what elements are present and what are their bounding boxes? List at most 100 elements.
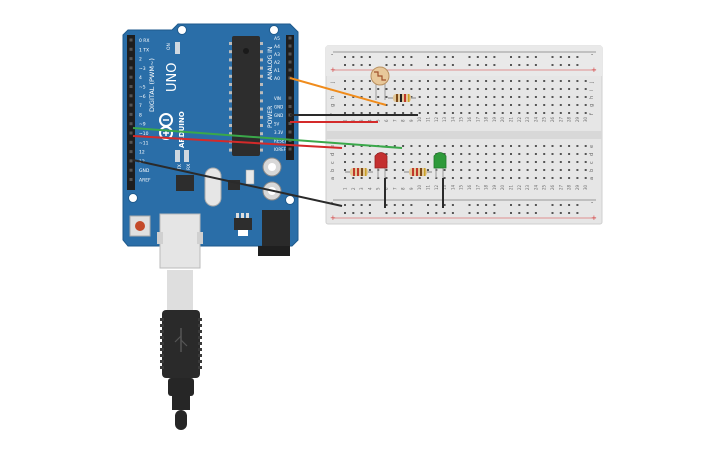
rail-hole[interactable] [510, 204, 512, 206]
rail-hole[interactable] [393, 212, 396, 214]
breadboard-hole[interactable] [377, 88, 380, 90]
breadboard-hole[interactable] [551, 161, 554, 163]
breadboard-hole[interactable] [393, 112, 396, 114]
breadboard-hole[interactable] [427, 145, 429, 147]
rail-hole[interactable] [368, 204, 371, 206]
breadboard-hole[interactable] [468, 161, 471, 163]
rail-hole[interactable] [360, 64, 363, 66]
breadboard-hole[interactable] [460, 145, 463, 147]
breadboard-hole[interactable] [476, 80, 479, 82]
analog-pin-hole[interactable] [288, 60, 292, 64]
breadboard-hole[interactable] [559, 96, 562, 98]
breadboard-hole[interactable] [584, 161, 587, 163]
breadboard-hole[interactable] [568, 177, 571, 179]
rail-hole[interactable] [551, 204, 554, 206]
breadboard-hole[interactable] [501, 80, 504, 82]
breadboard-hole[interactable] [526, 145, 529, 147]
breadboard-hole[interactable] [443, 112, 446, 114]
breadboard-hole[interactable] [584, 177, 587, 179]
photoresistor[interactable] [370, 66, 390, 100]
power-pin-hole[interactable] [288, 130, 292, 134]
breadboard-hole[interactable] [510, 177, 512, 179]
breadboard-hole[interactable] [451, 177, 454, 179]
power-pin-hole[interactable] [288, 147, 292, 151]
breadboard-hole[interactable] [485, 145, 488, 147]
digital-pin-hole[interactable] [129, 178, 133, 181]
breadboard-hole[interactable] [576, 104, 579, 106]
breadboard-hole[interactable] [418, 104, 421, 106]
rail-hole[interactable] [559, 212, 562, 214]
rail-hole[interactable] [485, 56, 488, 58]
rail-hole[interactable] [435, 204, 438, 206]
digital-pin-hole[interactable] [129, 122, 133, 126]
breadboard-hole[interactable] [402, 153, 405, 155]
digital-pin-hole[interactable] [129, 140, 133, 144]
breadboard-hole[interactable] [568, 145, 571, 147]
rail-hole[interactable] [551, 212, 554, 214]
breadboard-hole[interactable] [360, 145, 363, 147]
breadboard-hole[interactable] [435, 88, 438, 90]
breadboard-hole[interactable] [493, 177, 496, 179]
breadboard-hole[interactable] [493, 104, 496, 106]
resistor-3[interactable] [404, 168, 432, 176]
breadboard-hole[interactable] [352, 161, 355, 163]
breadboard-hole[interactable] [551, 153, 554, 155]
rail-hole[interactable] [368, 64, 371, 66]
digital-pin-hole[interactable] [129, 168, 133, 172]
breadboard-hole[interactable] [393, 169, 396, 171]
rail-hole[interactable] [344, 204, 346, 206]
breadboard-hole[interactable] [493, 80, 496, 82]
breadboard-hole[interactable] [584, 96, 587, 98]
breadboard-hole[interactable] [460, 161, 463, 163]
breadboard-hole[interactable] [468, 104, 471, 106]
rail-hole[interactable] [476, 64, 479, 66]
breadboard-hole[interactable] [352, 80, 355, 82]
breadboard-hole[interactable] [518, 96, 521, 98]
rail-hole[interactable] [402, 212, 405, 214]
breadboard-hole[interactable] [402, 104, 405, 106]
digital-pin-hole[interactable] [129, 75, 133, 79]
breadboard-hole[interactable] [344, 80, 346, 82]
rail-hole[interactable] [451, 56, 454, 58]
breadboard-hole[interactable] [410, 88, 413, 90]
breadboard-hole[interactable] [543, 161, 546, 163]
breadboard-hole[interactable] [460, 112, 463, 114]
breadboard-hole[interactable] [468, 80, 471, 82]
breadboard-hole[interactable] [518, 153, 521, 155]
rail-hole[interactable] [368, 212, 371, 214]
breadboard-hole[interactable] [344, 153, 346, 155]
breadboard-hole[interactable] [368, 177, 371, 179]
breadboard-hole[interactable] [576, 153, 579, 155]
rail-hole[interactable] [443, 64, 446, 66]
power-pin-hole[interactable] [288, 96, 292, 100]
breadboard-hole[interactable] [559, 161, 562, 163]
rail-hole[interactable] [468, 56, 471, 58]
breadboard-hole[interactable] [534, 80, 537, 82]
digital-pin-holes[interactable] [129, 38, 133, 182]
breadboard-hole[interactable] [410, 145, 413, 147]
breadboard-hole[interactable] [427, 153, 429, 155]
breadboard-hole[interactable] [410, 177, 413, 179]
rail-hole[interactable] [402, 204, 405, 206]
breadboard-hole[interactable] [510, 153, 512, 155]
rail-hole[interactable] [427, 204, 429, 206]
rail-hole[interactable] [451, 64, 454, 66]
breadboard-hole[interactable] [534, 112, 537, 114]
rail-hole[interactable] [568, 64, 571, 66]
digital-pin-hole[interactable] [129, 47, 133, 51]
breadboard-hole[interactable] [410, 112, 413, 114]
breadboard-hole[interactable] [451, 153, 454, 155]
rail-hole[interactable] [435, 64, 438, 66]
digital-pin-hole[interactable] [129, 159, 133, 163]
breadboard-hole[interactable] [410, 153, 413, 155]
breadboard-hole[interactable] [360, 161, 363, 163]
wire-orange-a0[interactable] [289, 77, 387, 106]
digital-pin-hole[interactable] [129, 85, 133, 88]
breadboard-hole[interactable] [518, 145, 521, 147]
breadboard-hole[interactable] [410, 80, 413, 82]
breadboard-hole[interactable] [534, 88, 537, 90]
rail-hole[interactable] [393, 56, 396, 58]
breadboard-hole[interactable] [443, 169, 446, 171]
breadboard-hole[interactable] [476, 153, 479, 155]
breadboard-hole[interactable] [427, 80, 429, 82]
